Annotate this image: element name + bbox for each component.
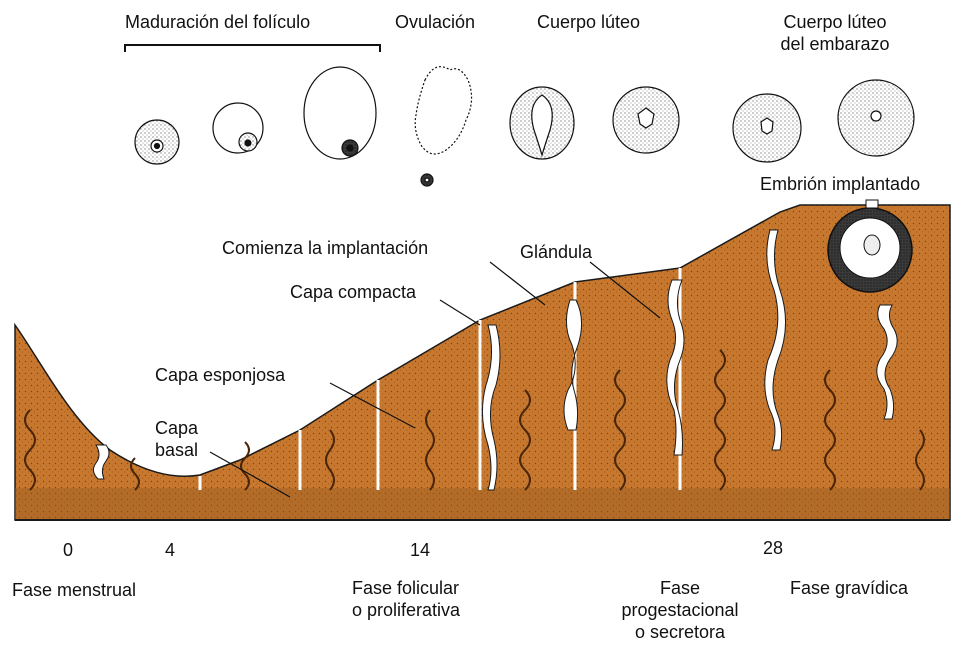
corpus-luteum-pregnancy-label-1: Cuerpo lúteo xyxy=(783,12,887,32)
day-tick-0: 0 xyxy=(63,540,74,560)
compact-layer-label: Capa compacta xyxy=(290,282,417,302)
basal-band xyxy=(15,488,950,520)
leader-lines xyxy=(209,261,661,498)
implanted-embryo xyxy=(827,199,913,293)
gland-5 xyxy=(764,229,787,451)
gland-2 xyxy=(482,324,501,491)
spongy-layer-label: Capa esponjosa xyxy=(155,365,286,385)
implantation-begins-label: Comienza la implantación xyxy=(222,238,429,258)
corpus-luteum-label: Cuerpo lúteo xyxy=(537,12,641,32)
implanted-embryo-label: Embrión implantado xyxy=(760,174,921,194)
follicle-bracket xyxy=(124,44,381,52)
ovulation-label: Ovulación xyxy=(395,12,476,32)
gland-3 xyxy=(563,299,582,431)
day-tick-14: 14 xyxy=(410,540,431,560)
follicular-phase-label-1: Fase folicular xyxy=(352,578,460,598)
gland-4 xyxy=(666,279,685,456)
ovulation-shape xyxy=(414,66,473,155)
follicle-3 xyxy=(303,66,377,160)
follicular-phase-label-2: o proliferativa xyxy=(352,600,461,620)
gland-label: Glándula xyxy=(520,242,593,262)
secretory-phase-label-2: progestacional xyxy=(621,600,739,620)
menstrual-phase-label: Fase menstrual xyxy=(12,580,137,600)
coiled-arteries xyxy=(24,349,925,491)
basal-layer-label-2: basal xyxy=(155,440,199,460)
glands xyxy=(92,229,898,491)
basal-layer-label-1: Capa xyxy=(155,418,199,438)
gland-6 xyxy=(876,304,898,420)
gravid-phase-label: Fase gravídica xyxy=(790,578,909,598)
ovary-structures xyxy=(134,66,915,187)
endometrium-tissue xyxy=(14,204,951,521)
day-tick-28: 28 xyxy=(763,538,784,558)
corpus-luteum-pregnancy-label-2: del embarazo xyxy=(780,34,890,54)
day-tick-4: 4 xyxy=(165,540,176,560)
secretory-phase-label-3: o secretora xyxy=(634,622,726,642)
secretory-phase-label-1: Fase xyxy=(659,578,701,598)
follicle-maturation-label: Maduración del folículo xyxy=(125,12,311,32)
gland-1 xyxy=(92,444,110,480)
